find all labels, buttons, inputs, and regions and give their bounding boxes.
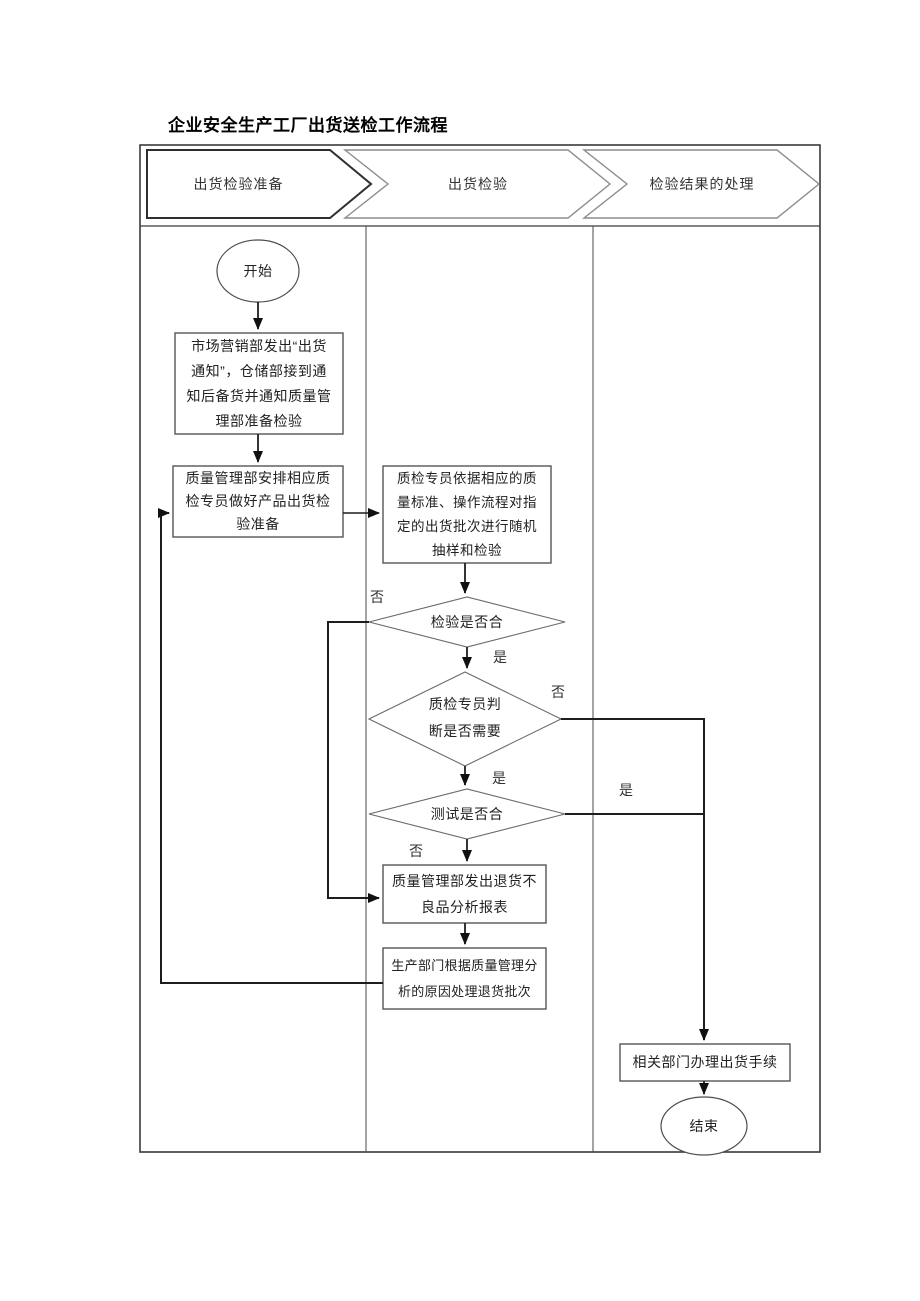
lane2-label: 出货检验 [448,176,508,192]
lane2-chevron [342,149,612,219]
inspect-no-label: 否 [370,589,384,605]
prepare-text: 质量管理部安排相应质 检专员做好产品出货检 验准备 [185,470,331,532]
lane3-chevron [581,149,821,219]
sampling-box [382,465,552,564]
judge-no-label: 否 [551,684,565,700]
report-box [382,864,547,924]
judge-yes-label: 是 [492,770,506,786]
lane1-chevron [146,149,373,219]
end-label: 结束 [689,1117,719,1134]
prepare-box [172,465,344,538]
outer-frame [139,144,821,1153]
end-oval [660,1096,748,1156]
ship-text: 相关部门办理出货手续 [632,1054,778,1070]
lane3-label: 检验结果的处理 [649,176,755,192]
inspect-yes-label: 是 [493,649,507,665]
lane1-label: 出货检验准备 [193,176,284,192]
arrow-handle-return-loop [158,508,383,984]
arrow-judge-no-to-ship [561,718,709,1041]
arrow-inspect-no-loop [327,621,380,903]
inspect-decision-text: 检验是否合 [430,613,504,630]
test-no-label: 否 [409,843,423,859]
judge-decision-text: 质检专员判 断是否需要 [428,696,502,739]
sampling-text: 质检专员依据相应的质 量标准、操作流程对指 定的出货批次进行随机 抽样和检验 [397,470,537,558]
test-yes-label: 是 [619,782,633,798]
start-label: 开始 [243,262,273,279]
notify-box [174,332,344,435]
handle-return-text: 生产部门根据质量管理分 析的原因处理退货批次 [391,957,538,999]
report-text: 质量管理部发出退货不 良品分析报表 [392,873,537,915]
inspect-decision-diamond [368,596,566,648]
test-decision-text: 测试是否合 [430,805,504,822]
notify-text: 市场营销部发出“出货 通知”，仓储部接到通 知后备货并通知质量管 理部准备检验 [186,337,332,429]
handle-return-box [382,947,547,1010]
ship-box [619,1043,791,1082]
page-title: 企业安全生产工厂出货送检工作流程 [168,116,448,135]
